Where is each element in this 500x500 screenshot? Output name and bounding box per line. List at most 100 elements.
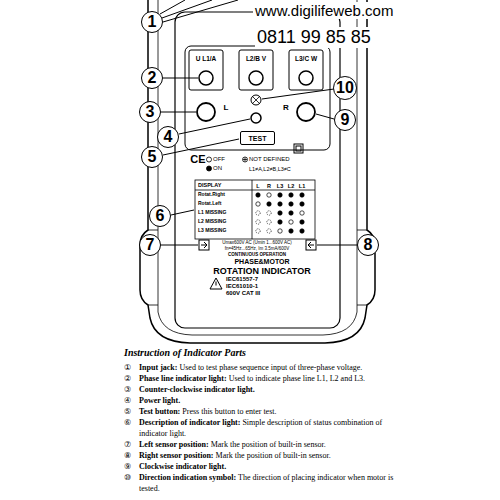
item-term: Right sensor position:	[139, 451, 214, 460]
item-description: Mark the position of built-in sensor.	[216, 451, 331, 460]
leader-lines-part	[163, 0, 238, 22]
status-label: NOT DEFINED	[249, 156, 290, 163]
jack-panel-part	[289, 50, 323, 90]
sensor-marks-part	[201, 242, 207, 248]
indicator-dot	[289, 211, 293, 215]
indicator-dot	[267, 211, 271, 215]
item-description: Press this button to enter test.	[182, 407, 276, 416]
callout-text: 3	[146, 103, 155, 121]
callout-number: 8	[357, 234, 379, 256]
callout-number: 5	[141, 146, 163, 168]
indicator-dots	[256, 193, 304, 233]
table-row: Rotat.Right	[198, 192, 225, 198]
item-number: ⑤	[124, 406, 139, 417]
item-term: Clockwise indicator light.	[139, 462, 226, 471]
indicator-dot	[278, 202, 282, 206]
item-description: Mark the position of built-in sensor.	[211, 440, 326, 449]
indicator-dot	[278, 229, 282, 233]
instruction-item: ④Power light.	[124, 395, 409, 406]
indicator-dot	[278, 211, 282, 215]
jack-panel-part	[299, 71, 313, 85]
table-column: R	[267, 183, 271, 189]
standard-text: IEC61010-1	[226, 283, 258, 290]
jack-label: L3/C W	[295, 55, 317, 62]
item-description: Used to indicate phase line L1, L2 and L…	[229, 374, 365, 383]
instruction-item: ②Phase line indicator light: Used to ind…	[124, 373, 409, 384]
watermark: 0811 99 85 85	[255, 27, 373, 48]
item-term: Left sensor position:	[139, 440, 209, 449]
status-symbols-part	[243, 158, 247, 162]
callout-number: 7	[139, 234, 161, 256]
callout-text: 8	[364, 236, 373, 254]
rating-text: Umax600V AC (Umin 1...600V AC)	[222, 240, 292, 245]
item-number: ⑥	[124, 417, 139, 428]
indicator-dot	[278, 220, 282, 224]
display-table-part	[252, 180, 253, 239]
item-term: Input jack:	[139, 363, 177, 372]
leader-lines-part	[163, 78, 198, 79]
leader-lines-part	[171, 210, 194, 215]
instruction-item: ⑦Left sensor position: Mark the position…	[124, 439, 409, 450]
warning-triangle-part	[216, 282, 217, 286]
jack-panel-part	[294, 144, 303, 153]
leader-lines-part	[161, 245, 198, 246]
item-description: Used to test phase sequence input of thr…	[179, 363, 362, 372]
callout-text: 10	[336, 79, 354, 97]
leader-lines-part	[161, 112, 196, 113]
display-table-part	[195, 190, 315, 191]
item-number: ⑨	[124, 461, 139, 472]
indicator-dot	[300, 202, 304, 206]
jack-panel-part	[251, 113, 261, 123]
table-column: L2	[288, 183, 294, 189]
warning-triangle-part	[210, 278, 222, 289]
watermark: www.digilifeweb.com	[253, 2, 395, 19]
item-term: Phase line indicator light:	[139, 374, 227, 383]
callout-number: 6	[149, 205, 171, 227]
instruction-item: ③Counter-clockwise indicator light.	[124, 384, 409, 395]
standard-text: 600V CAT III	[226, 290, 260, 297]
jack-panel-part	[189, 50, 223, 90]
leader-lines-part	[316, 114, 334, 119]
callout-number: 2	[141, 67, 163, 89]
status-symbols-part	[207, 157, 212, 162]
table-column: L3	[277, 183, 283, 189]
table-header: DISPLAY	[198, 182, 221, 188]
instruction-item: ⑩Direction indication symbol: The direct…	[124, 472, 409, 494]
rating-text: CONTINUOUS OPERATION	[228, 252, 286, 257]
ce-mark: CE	[190, 153, 205, 166]
standard-text: IEC61557-7	[226, 276, 258, 283]
callout-text: 2	[148, 69, 157, 87]
housing-part	[148, 230, 158, 231]
item-term: Direction indication symbol:	[139, 473, 236, 482]
display-table-part	[195, 180, 315, 239]
indicator-dot	[256, 211, 260, 215]
table-column: L1	[299, 183, 305, 189]
display-table	[195, 180, 315, 239]
indicator-dot	[267, 193, 271, 197]
instruction-item: ⑨Clockwise indicator light.	[124, 461, 409, 472]
housing-part	[357, 230, 367, 231]
callout-number: 10	[333, 76, 357, 100]
indicator-dot	[256, 220, 260, 224]
instruction-item: ⑥Description of indicator light: Simple …	[124, 417, 409, 439]
callout-text: 6	[156, 207, 165, 225]
indicator-dot	[267, 229, 271, 233]
instruction-item: ①Input jack: Used to test phase sequence…	[124, 362, 409, 373]
jack-panel	[185, 46, 330, 153]
housing	[140, 0, 375, 343]
indicator-dot	[289, 220, 293, 224]
item-term: Description of indicator light:	[139, 418, 240, 427]
callout-number: 3	[139, 101, 161, 123]
indicator-dot	[256, 229, 260, 233]
leader-lines-part	[160, 0, 185, 14]
status-label: L1≠A,L2≠B,L3≠C	[249, 166, 291, 172]
indicator-dot	[300, 220, 304, 224]
item-number: ①	[124, 362, 139, 373]
callout-text: 1	[148, 13, 157, 31]
jack-label: U L1/A	[196, 55, 217, 62]
jack-panel-part	[185, 46, 330, 150]
housing-part	[148, 305, 158, 306]
indicator-dot	[267, 202, 271, 206]
table-column: L	[256, 183, 259, 189]
instruction-item: ⑧Right sensor position: Mark the positio…	[124, 450, 409, 461]
